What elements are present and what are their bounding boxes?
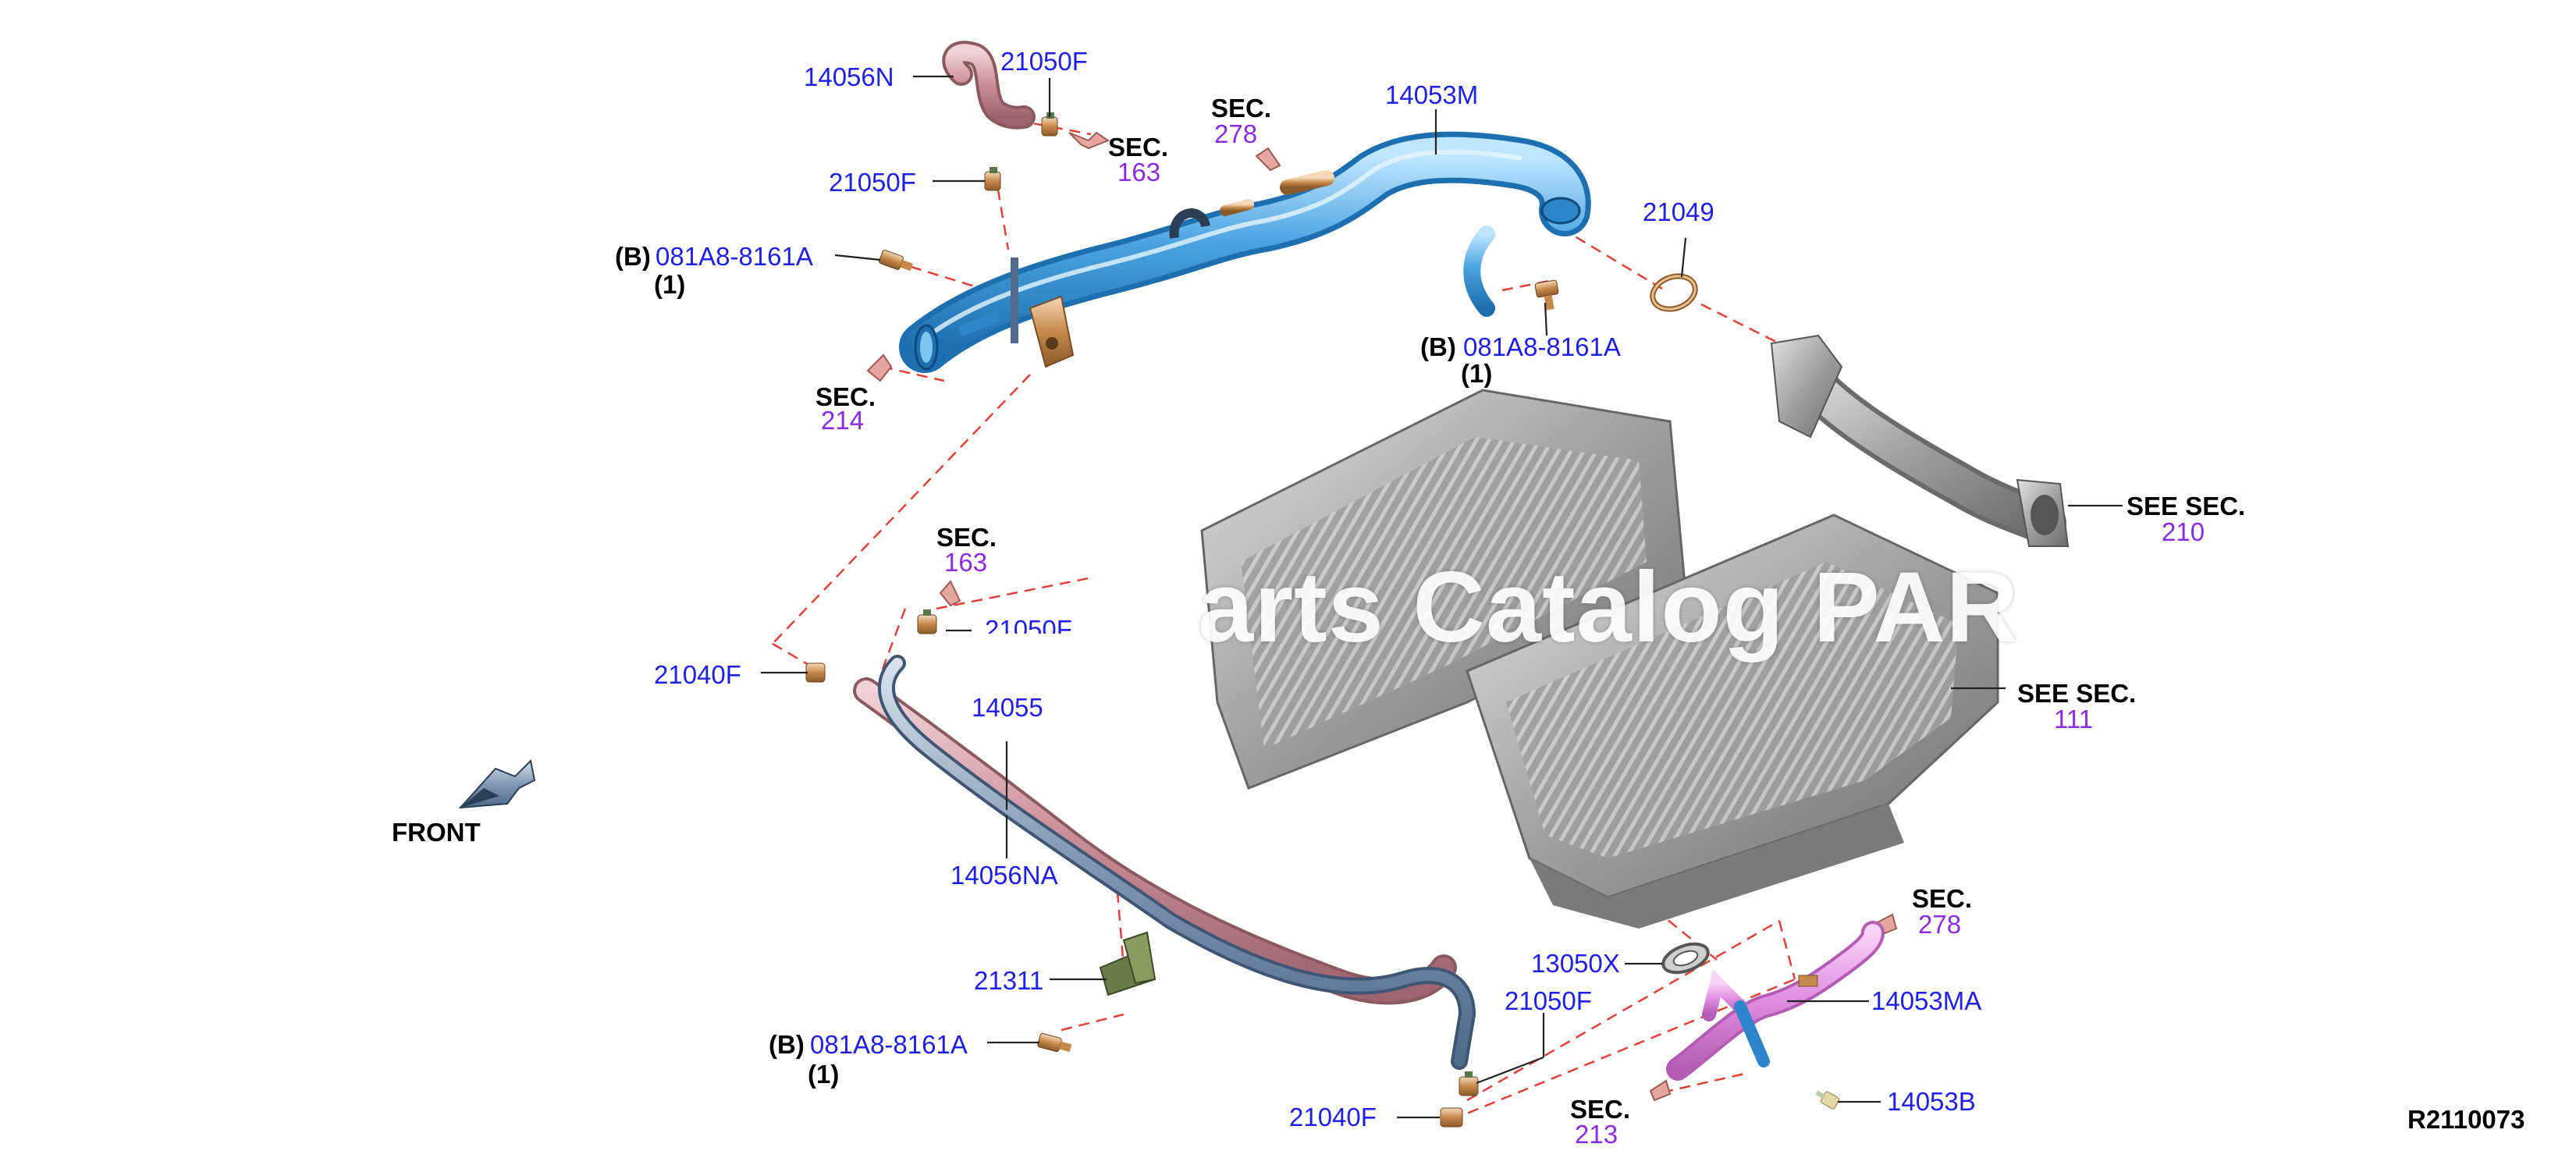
- label-see-sec-111: SEE SEC.: [2017, 679, 2137, 708]
- label-14053M: 14053M: [1385, 80, 1479, 109]
- label-qty-a: (1): [654, 270, 686, 299]
- label-qty-c: (1): [808, 1060, 840, 1089]
- label-21050F-top: 21050F: [1000, 47, 1088, 76]
- label-sec-214-num: 214: [821, 406, 865, 435]
- label-21040F-bot: 21040F: [1289, 1103, 1377, 1131]
- label-21050F-partial: 21050F: [985, 616, 1072, 634]
- label-sec-213: SEC.: [1570, 1095, 1631, 1124]
- pipe-14053M: [899, 131, 1591, 373]
- label-14053B: 14053B: [1887, 1087, 1976, 1116]
- hose-14056N: [942, 41, 1036, 130]
- label-leaders: [761, 75, 2123, 1119]
- bracket-21311: [1099, 931, 1157, 996]
- watermark: arts Catalog PAR: [1198, 552, 2020, 663]
- label-sec-163-mid: SEC.: [936, 523, 997, 552]
- label-sec-213-num: 213: [1575, 1120, 1618, 1149]
- label-b-ref-a: (B): [615, 242, 651, 271]
- label-081A8-c: 081A8-8161A: [810, 1030, 968, 1059]
- front-arrow-icon: [458, 758, 536, 809]
- label-sec-163-top: SEC.: [1108, 133, 1169, 162]
- label-14055: 14055: [972, 693, 1043, 722]
- label-14053MA: 14053MA: [1871, 986, 1982, 1015]
- label-see-sec-210-num: 210: [2162, 517, 2205, 546]
- fasteners: [805, 112, 1840, 1128]
- label-081A8-a: 081A8-8161A: [656, 242, 813, 271]
- label-21049: 21049: [1643, 197, 1714, 226]
- label-21050F-bot: 21050F: [1505, 986, 1592, 1015]
- outlet-210: [1770, 334, 2070, 547]
- pipe-14056NA: [877, 655, 1476, 1070]
- label-13050X: 13050X: [1531, 949, 1620, 978]
- engine-heads: [1200, 389, 1999, 929]
- label-sec-278-top-num: 278: [1214, 119, 1258, 148]
- label-sec-278-bot: SEC.: [1912, 884, 1973, 913]
- diagram-code: R2110073: [2407, 1105, 2525, 1134]
- label-b-ref-c: (B): [769, 1030, 805, 1059]
- label-see-sec-210: SEE SEC.: [2127, 492, 2246, 520]
- label-b-ref-b: (B): [1420, 332, 1456, 361]
- label-21311: 21311: [974, 966, 1044, 995]
- label-sec-214: SEC.: [815, 382, 876, 411]
- label-21040F-left: 21040F: [654, 660, 741, 689]
- gasket-13050X: [1661, 942, 1710, 975]
- label-front: FRONT: [392, 818, 481, 847]
- label-see-sec-111-num: 111: [2054, 705, 2094, 734]
- label-qty-b: (1): [1461, 359, 1493, 388]
- label-sec-163-top-num: 163: [1117, 158, 1161, 186]
- label-sec-278-top: SEC.: [1211, 94, 1272, 123]
- label-14056NA: 14056NA: [950, 861, 1058, 890]
- label-sec-278-bot-num: 278: [1918, 910, 1962, 939]
- label-14056N: 14056N: [804, 62, 894, 91]
- label-081A8-b: 081A8-8161A: [1463, 332, 1621, 361]
- pipe-14053MA: [1666, 921, 1885, 1081]
- label-21050F-mid: 21050F: [829, 168, 916, 197]
- label-sec-163-mid-num: 163: [944, 548, 988, 577]
- gasket-21049: [1650, 273, 1698, 312]
